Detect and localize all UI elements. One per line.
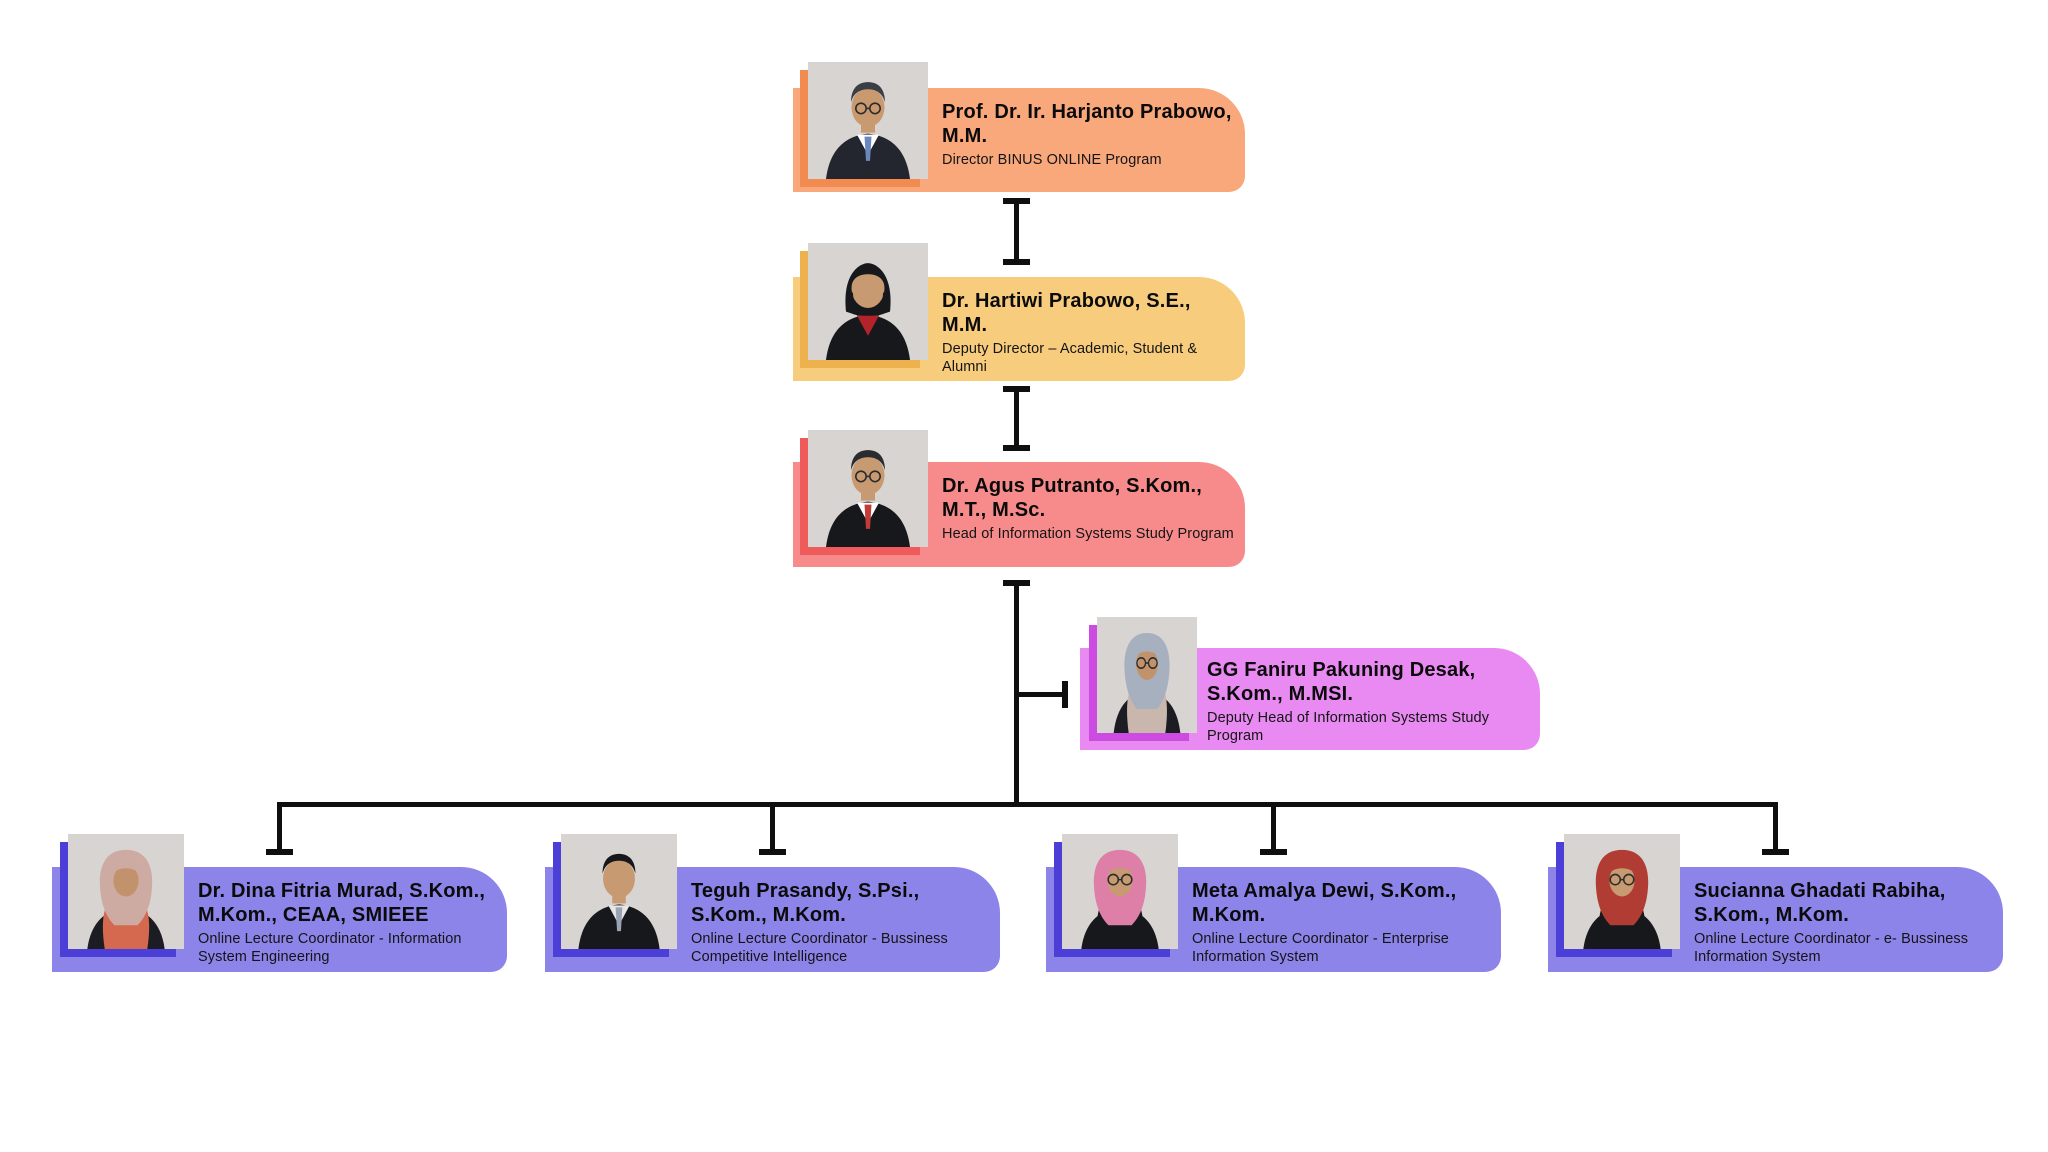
person-name: GG Faniru Pakuning Desak, S.Kom., M.MSI.: [1207, 659, 1476, 705]
connector-branch-deputy-head: [1016, 692, 1066, 697]
org-card-head: Dr. Agus Putranto, S.Kom., M.T., M.Sc. H…: [793, 430, 1245, 567]
org-card-coordinator-1: Dr. Dina Fitria Murad, S.Kom., M.Kom., C…: [52, 834, 507, 972]
org-card-coordinator-3: Meta Amalya Dewi, S.Kom., M.Kom. Online …: [1046, 834, 1501, 972]
org-card-coordinator-2: Teguh Prasandy, S.Psi., S.Kom., M.Kom. O…: [545, 834, 1000, 972]
connector-cap: [1762, 849, 1789, 855]
connector-deputy-head: [1014, 389, 1019, 450]
org-card-director: Prof. Dr. Ir. Harjanto Prabowo, M.M. Dir…: [793, 62, 1245, 192]
person-name: Prof. Dr. Ir. Harjanto Prabowo, M.M.: [942, 101, 1232, 147]
person-title: Online Lecture Coordinator - Enterprise …: [1192, 931, 1449, 965]
person-title: Deputy Director – Academic, Student & Al…: [942, 341, 1198, 375]
profile-photo-head: [808, 430, 928, 547]
person-name: Teguh Prasandy, S.Psi., S.Kom., M.Kom.: [691, 880, 920, 926]
connector-cap: [266, 849, 293, 855]
connector-drop-coordinator-4: [1773, 802, 1778, 852]
connector-cap: [1062, 681, 1068, 708]
org-card-deputy-head: GG Faniru Pakuning Desak, S.Kom., M.MSI.…: [1080, 617, 1540, 750]
connector-cap: [759, 849, 786, 855]
person-title: Online Lecture Coordinator - Information…: [198, 931, 462, 965]
person-name: Dr. Hartiwi Prabowo, S.E., M.M.: [942, 290, 1191, 336]
person-name: Dr. Agus Putranto, S.Kom., M.T., M.Sc.: [942, 475, 1203, 521]
profile-photo-deputy-director: [808, 243, 928, 360]
profile-photo-coordinator-4: [1564, 834, 1680, 949]
person-title: Deputy Head of Information Systems Study…: [1207, 710, 1490, 744]
profile-photo-director: [808, 62, 928, 179]
person-name: Meta Amalya Dewi, S.Kom., M.Kom.: [1192, 880, 1457, 926]
person-title: Online Lecture Coordinator - Bussiness C…: [691, 931, 948, 965]
profile-photo-coordinator-2: [561, 834, 677, 949]
org-card-coordinator-4: Sucianna Ghadati Rabiha, S.Kom., M.Kom. …: [1548, 834, 2003, 972]
profile-photo-coordinator-1: [68, 834, 184, 949]
connector-director-deputy: [1014, 201, 1019, 264]
person-title: Online Lecture Coordinator - e- Bussines…: [1694, 931, 1969, 965]
connector-cap: [1003, 198, 1030, 204]
person-title: Director BINUS ONLINE Program: [942, 152, 1162, 168]
profile-photo-deputy-head: [1097, 617, 1197, 733]
person-name: Dr. Dina Fitria Murad, S.Kom., M.Kom., C…: [198, 880, 486, 926]
connector-drop-coordinator-2: [770, 805, 775, 850]
connector-cap: [1003, 445, 1030, 451]
connector-cap: [1003, 386, 1030, 392]
person-name: Sucianna Ghadati Rabiha, S.Kom., M.Kom.: [1694, 880, 1946, 926]
connector-cap: [1003, 259, 1030, 265]
connector-cap: [1003, 580, 1030, 586]
profile-photo-coordinator-3: [1062, 834, 1178, 949]
connector-drop-coordinator-3: [1271, 805, 1276, 850]
connector-distribution-line: [277, 802, 1778, 807]
org-card-deputy-director: Dr. Hartiwi Prabowo, S.E., M.M. Deputy D…: [793, 243, 1245, 381]
connector-drop-coordinator-1: [277, 802, 282, 852]
person-title: Head of Information Systems Study Progra…: [942, 526, 1234, 542]
connector-cap: [1260, 849, 1287, 855]
